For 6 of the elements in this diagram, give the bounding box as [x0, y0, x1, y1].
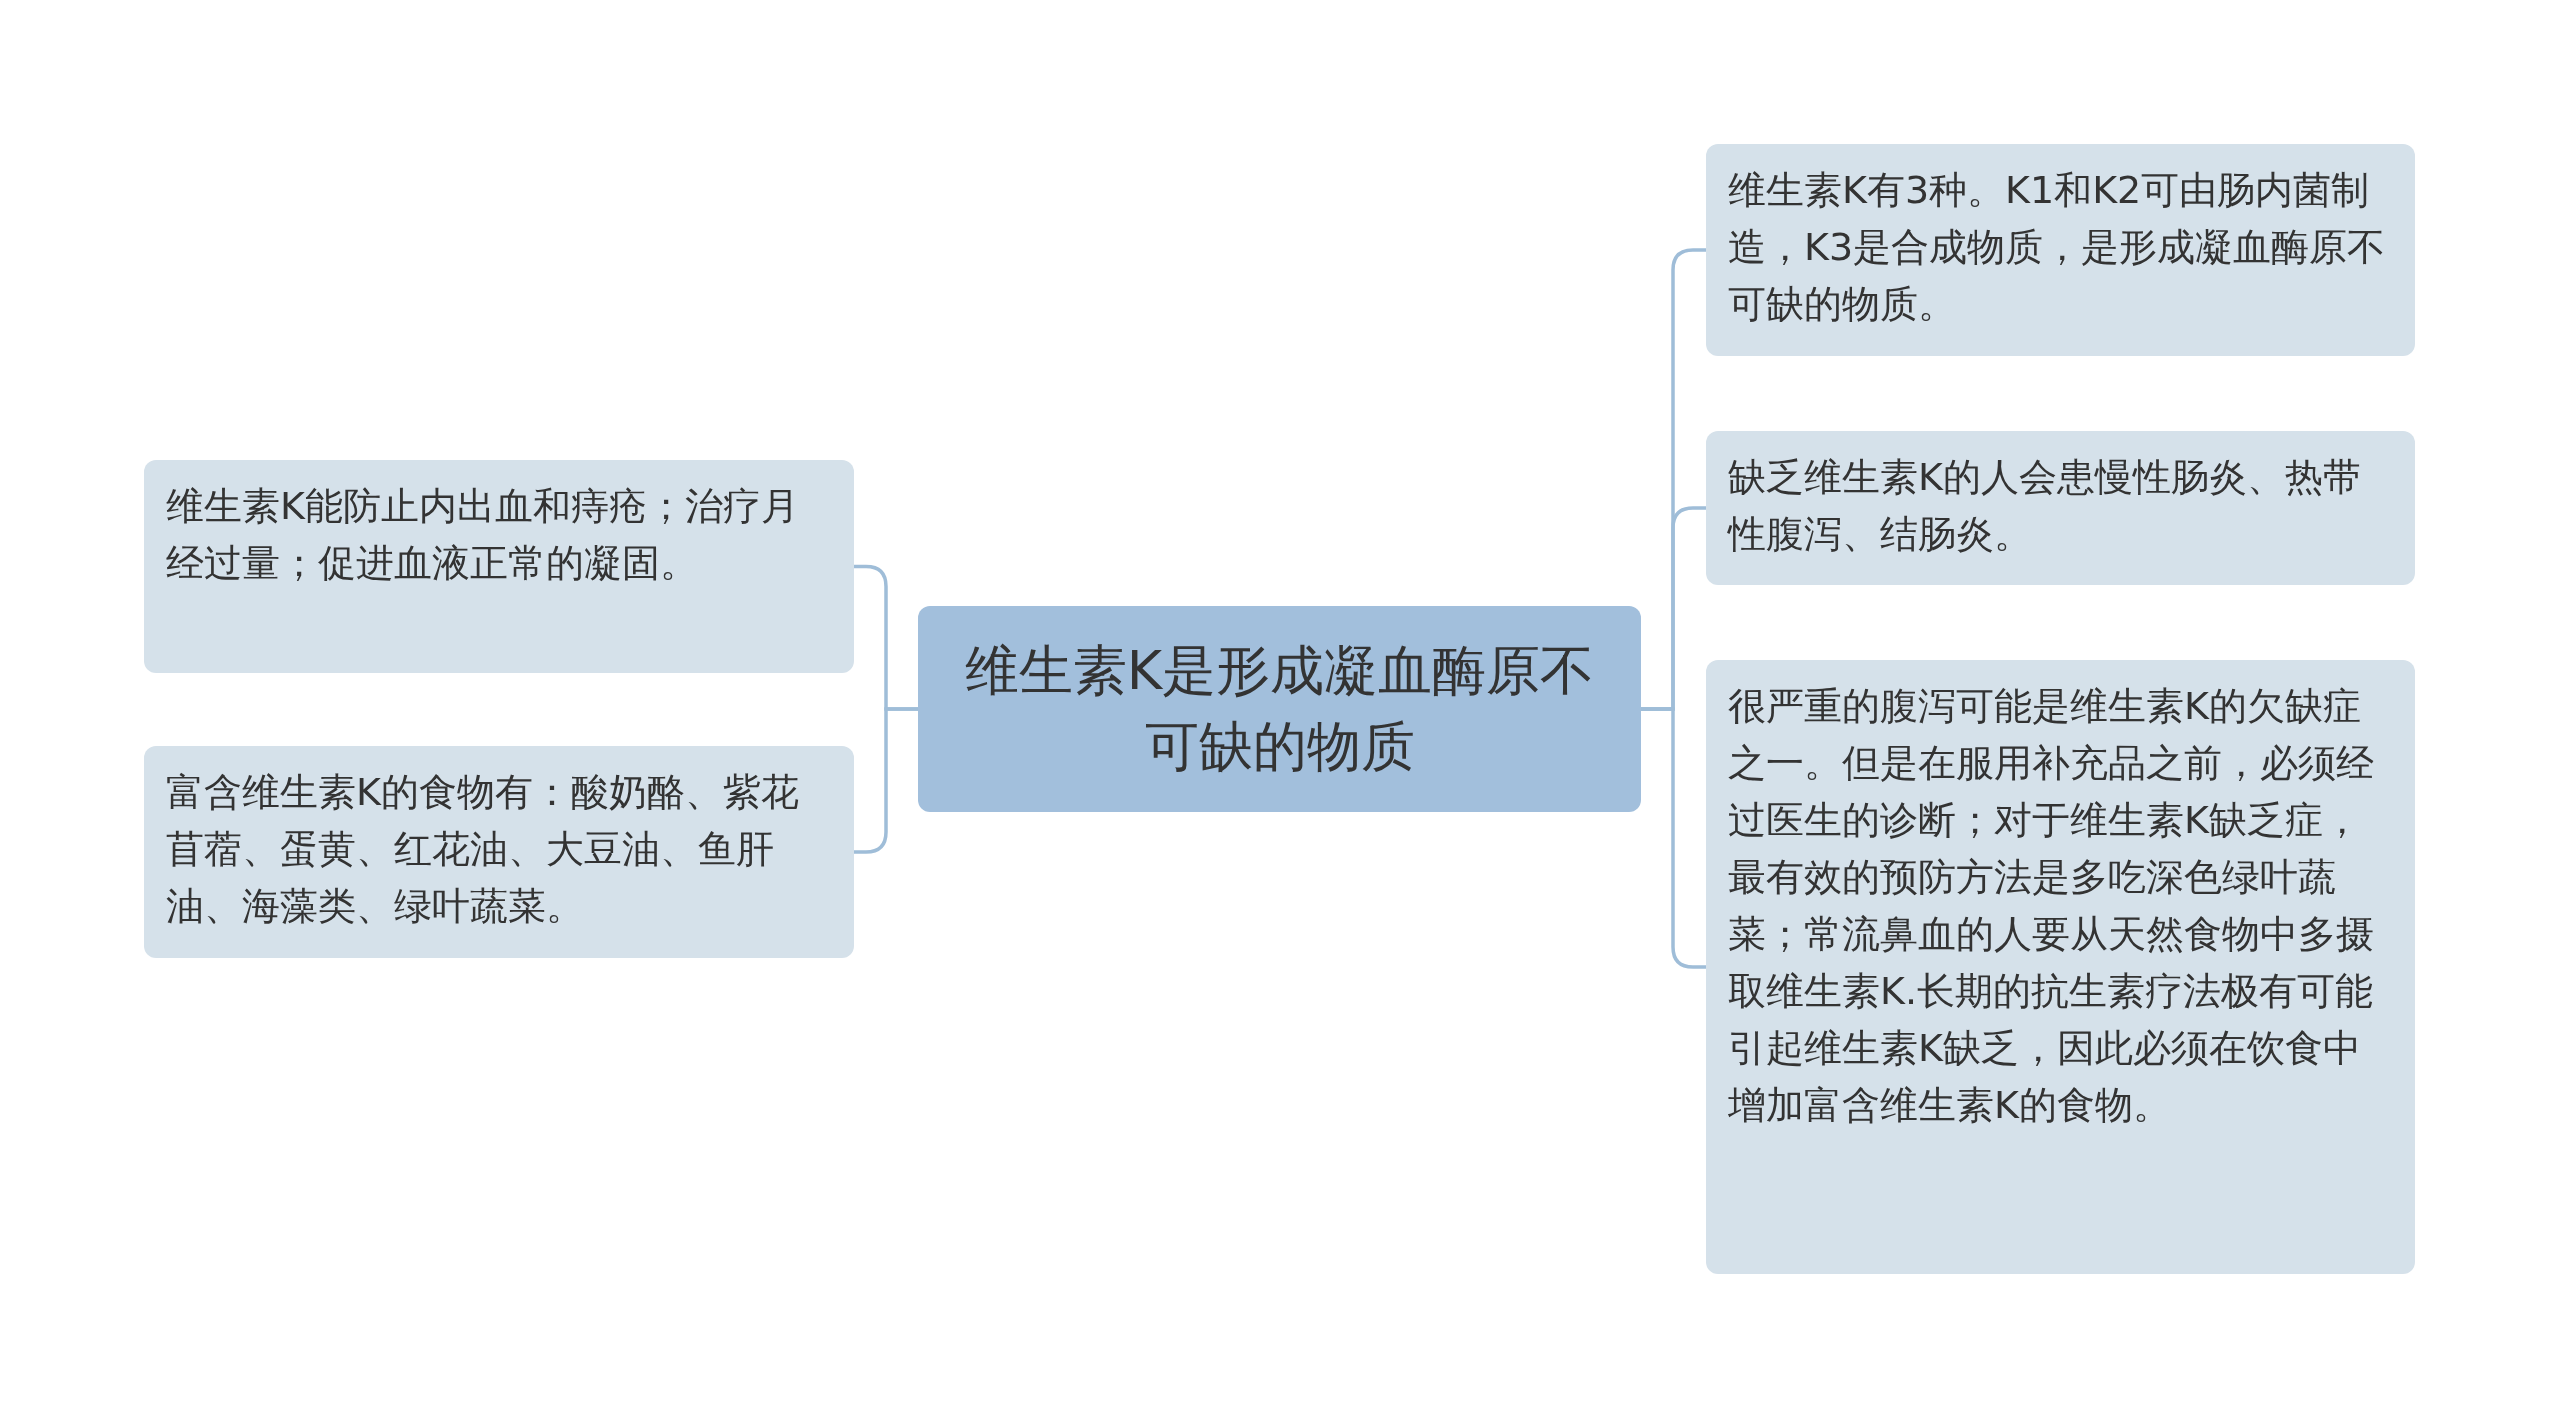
topic-box: 维生素K有3种。K1和K2可由肠内菌制造，K3是合成物质，是形成凝血酶原不可缺的物质。	[1706, 144, 2415, 356]
topic-box: 维生素K能防止内出血和痔疮；治疗月经过量；促进血液正常的凝固。	[144, 460, 854, 673]
topic-box: 缺乏维生素K的人会患慢性肠炎、热带性腹泻、结肠炎。	[1706, 431, 2415, 585]
topic-box: 富含维生素K的食物有：酸奶酪、紫花苜蓿、蛋黄、红花油、大豆油、鱼肝油、海藻类、绿叶蔬菜。	[144, 746, 854, 958]
central-topic-box: 维生素K是形成凝血酶原不可缺的物质	[918, 606, 1641, 812]
topic-box: 很严重的腹泻可能是维生素K的欠缺症之一。但是在服用补充品之前，必须经过医生的诊断；对于维生素K缺乏症，最有效的预防方法是多吃深色绿叶蔬菜；常流鼻血的人要从天然食物中多摄取维生素K.长期的抗生素疗法极有可能引起维生素K缺乏，因此必须在饮食中增加富含维生素K的食物。	[1706, 660, 2415, 1274]
